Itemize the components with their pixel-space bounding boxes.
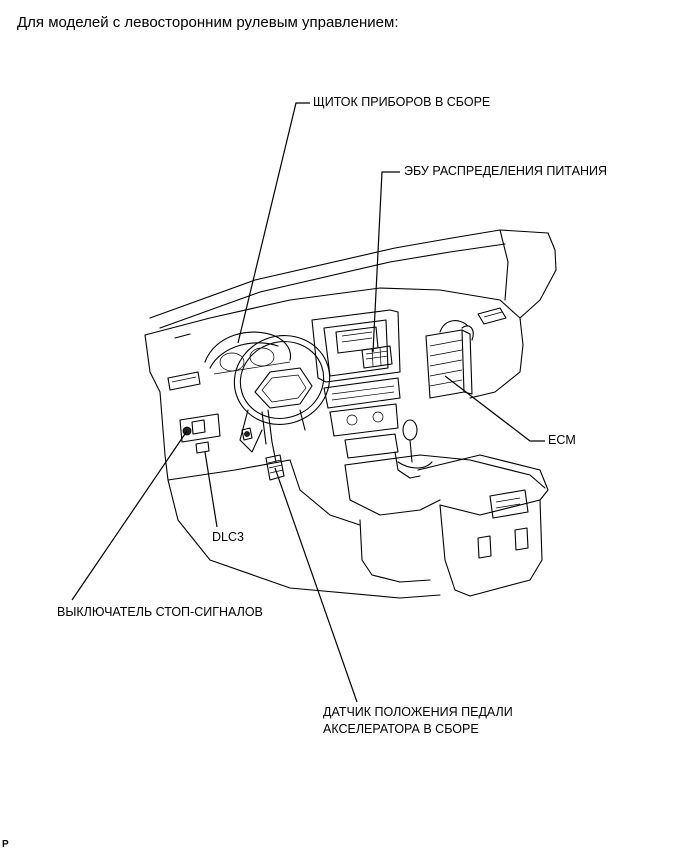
dashboard-body <box>144 287 524 599</box>
corner-mark: P <box>2 839 9 850</box>
windshield-outline <box>149 229 557 329</box>
label-pedal-sensor-line1: ДАТЧИК ПОЛОЖЕНИЯ ПЕДАЛИ <box>323 705 513 719</box>
page-heading: Для моделей с левосторонним рулевым упра… <box>17 14 399 31</box>
leader-power-ecu <box>372 171 400 353</box>
pedal-assembly <box>241 409 285 481</box>
leader-lines <box>71 102 545 703</box>
power-ecu-module <box>361 345 393 369</box>
leader-instrument-cluster <box>237 102 310 344</box>
leader-dlc3 <box>204 451 218 528</box>
floor-console <box>344 419 549 597</box>
label-power-ecu: ЭБУ РАСПРЕДЕЛЕНИЯ ПИТАНИЯ <box>404 164 607 178</box>
steering-wheel <box>233 335 331 453</box>
leader-stop-switch <box>71 430 188 601</box>
leader-pedal-sensor <box>274 467 358 703</box>
label-instrument-cluster: ЩИТОК ПРИБОРОВ В СБОРЕ <box>313 95 491 109</box>
center-stack <box>311 309 401 459</box>
label-stop-switch: ВЫКЛЮЧАТЕЛЬ СТОП-СИГНАЛОВ <box>57 605 263 619</box>
label-ecm: ECM <box>548 433 576 447</box>
ecm-module <box>425 320 474 399</box>
instrument-cluster <box>204 331 292 375</box>
label-dlc3: DLC3 <box>212 530 244 544</box>
label-pedal-sensor-line2: АКСЕЛЕРАТОРА В СБОРЕ <box>323 722 479 736</box>
leader-ecm <box>444 375 545 442</box>
